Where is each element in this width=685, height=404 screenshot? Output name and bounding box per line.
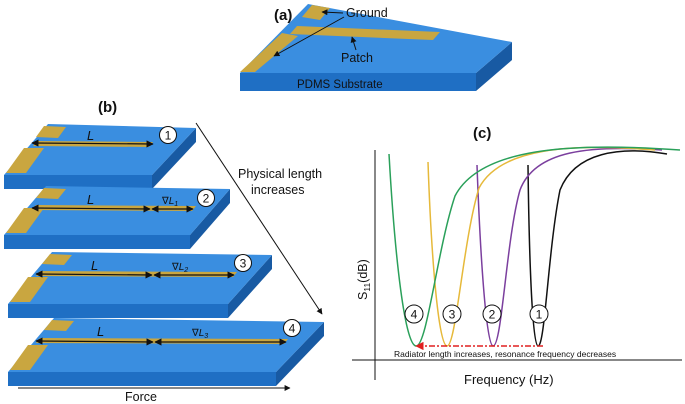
length-L-label: L — [97, 324, 104, 339]
curve-4 — [388, 146, 681, 347]
panel-c-label: (c) — [473, 125, 491, 142]
plate-marker-text: 4 — [289, 322, 296, 336]
curve-marker — [442, 304, 462, 324]
panel-c: (c) S11(dB) Frequency (Hz) 4 3 2 1 Radia… — [352, 125, 682, 387]
curve-marker-text: 4 — [411, 308, 418, 322]
ground-label: Ground — [346, 6, 388, 20]
panel-a-label: (a) — [274, 7, 292, 24]
panel-b: (b) L 1 L ∇L1 2 — [4, 99, 324, 404]
substrate-side — [476, 42, 512, 91]
length-L-label: L — [91, 258, 98, 273]
curve-marker — [404, 304, 424, 324]
curve-marker — [529, 304, 549, 324]
force-label: Force — [125, 390, 157, 404]
curve-marker-text: 2 — [489, 308, 496, 322]
plate-marker-text: 2 — [203, 192, 210, 206]
plate-1: L 1 — [4, 124, 196, 189]
length-increase-arrow — [195, 122, 323, 315]
ground-pointer-bottom — [273, 16, 345, 57]
curve-1 — [527, 150, 668, 347]
annotation-text: Radiator length increases, resonance fre… — [394, 349, 616, 359]
length-L-label: L — [87, 192, 94, 207]
substrate-top — [240, 4, 512, 73]
physical-length-text-2: increases — [251, 183, 305, 197]
plate-marker-text: 1 — [165, 129, 172, 143]
patch-pointer — [350, 36, 357, 51]
panel-a: (a) Ground Patch PDMS Substrate — [240, 4, 512, 91]
ground-pad-bottom — [240, 33, 298, 72]
plate-marker — [159, 126, 177, 144]
curve-marker-text: 3 — [449, 308, 456, 322]
plate-2: L ∇L1 2 — [4, 186, 230, 249]
patch-strip — [290, 26, 440, 40]
y-axis-label: S11(dB) — [356, 259, 372, 300]
substrate-front — [240, 73, 476, 91]
substrate-label: PDMS Substrate — [297, 79, 383, 91]
patch-label: Patch — [341, 51, 373, 65]
plate-marker — [283, 319, 301, 337]
plate-marker — [197, 189, 215, 207]
ground-pad-top — [302, 5, 330, 20]
panel-b-label: (b) — [98, 99, 117, 116]
plate-4: L ∇L3 4 — [8, 318, 324, 386]
delta-L-label: ∇L3 — [191, 328, 208, 340]
ground-pointer-top — [321, 9, 344, 16]
curve-marker-text: 1 — [536, 308, 543, 322]
delta-L-label: ∇L2 — [171, 262, 188, 274]
physical-length-text-1: Physical length — [238, 167, 322, 181]
curve-2 — [476, 147, 663, 347]
delta-L-label: ∇L1 — [161, 196, 178, 208]
plate-marker-text: 3 — [240, 257, 247, 271]
length-L-label: L — [87, 128, 94, 143]
x-axis-label: Frequency (Hz) — [464, 372, 554, 387]
curve-marker — [482, 304, 502, 324]
plate-marker — [234, 254, 252, 272]
plate-3: L ∇L2 3 — [8, 252, 272, 318]
